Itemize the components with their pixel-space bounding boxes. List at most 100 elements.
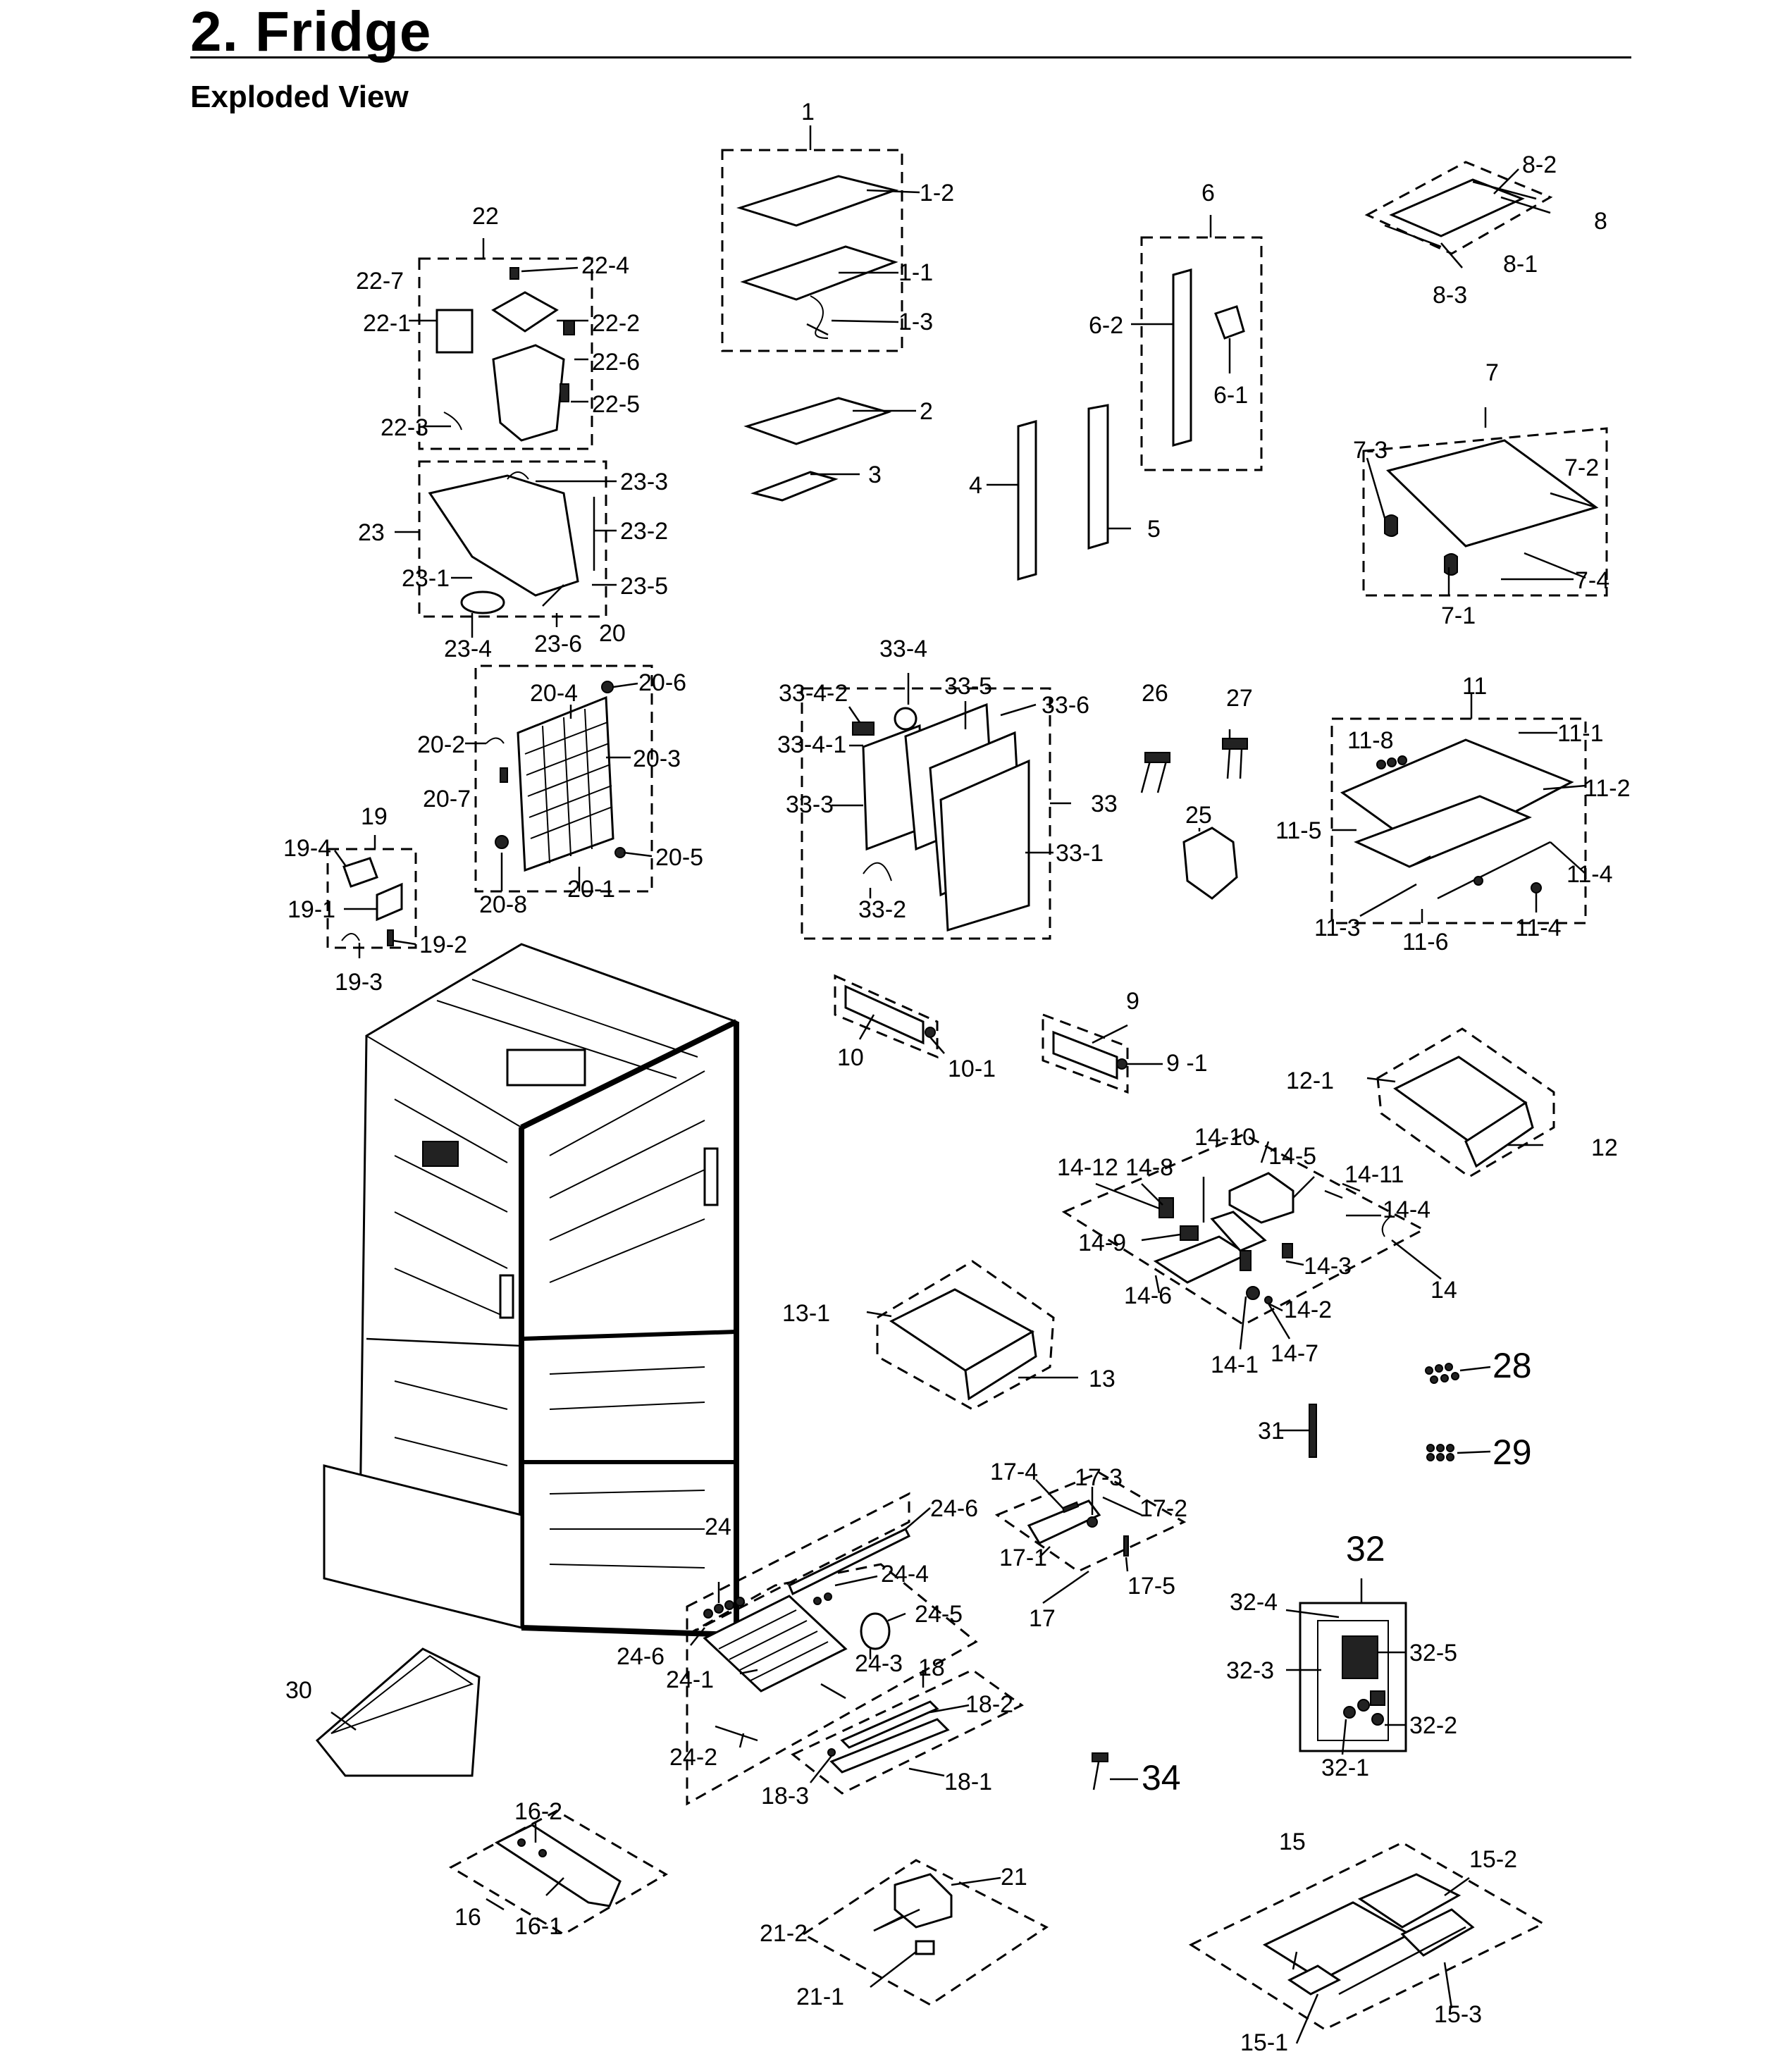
callout-14-12: 14-12 <box>1057 1154 1118 1181</box>
callout-32-5: 32-5 <box>1409 1640 1457 1666</box>
callout-14-11: 14-11 <box>1345 1161 1404 1188</box>
assembly-16 <box>448 1809 668 1936</box>
callout-33: 33 <box>1091 791 1118 817</box>
callout-34: 34 <box>1142 1758 1181 1798</box>
callout-22: 22 <box>472 203 499 230</box>
callout-17: 17 <box>1029 1605 1056 1632</box>
callout-31: 31 <box>1258 1418 1285 1444</box>
callout-30: 30 <box>285 1677 312 1704</box>
callout-23-6: 23-6 <box>534 631 582 657</box>
callout-19: 19 <box>361 803 388 830</box>
callout-22-2: 22-2 <box>592 310 640 337</box>
callout-21-2: 21-2 <box>760 1920 808 1947</box>
callout-5: 5 <box>1147 516 1161 543</box>
callout-22-6: 22-6 <box>592 349 640 376</box>
parts-25-26-27 <box>1140 729 1248 900</box>
callout-22-1: 22-1 <box>363 310 411 337</box>
callout-19-4: 19-4 <box>283 835 331 862</box>
callout-14-4: 14-4 <box>1383 1196 1430 1223</box>
callout-33-5: 33-5 <box>944 673 992 700</box>
callout-7: 7 <box>1485 359 1499 386</box>
callout-14-5: 14-5 <box>1268 1143 1316 1170</box>
callout-14-7: 14-7 <box>1271 1340 1318 1367</box>
callout-24-6: 24-6 <box>930 1495 978 1522</box>
callout-14-3: 14-3 <box>1304 1253 1352 1280</box>
callout-24-3: 24-3 <box>855 1650 903 1677</box>
callout-32-1: 32-1 <box>1321 1755 1369 1781</box>
callout-14-9: 14-9 <box>1078 1230 1126 1256</box>
callout-14-1: 14-1 <box>1211 1351 1259 1378</box>
callout-3: 3 <box>868 462 882 488</box>
callout-13: 13 <box>1089 1366 1116 1392</box>
callout-14-6: 14-6 <box>1124 1282 1172 1309</box>
callout-20-5: 20-5 <box>655 844 703 871</box>
assembly-23-ice-bucket <box>395 460 617 638</box>
callout-4: 4 <box>969 472 982 499</box>
callout-11-1: 11-1 <box>1557 720 1604 747</box>
assembly-13-drawer <box>866 1260 1078 1411</box>
callout-20-2: 20-2 <box>417 731 465 758</box>
callout-14: 14 <box>1430 1277 1457 1304</box>
assembly-21 <box>801 1859 1049 2006</box>
callout-22-7: 22-7 <box>356 268 404 295</box>
callout-16-1: 16-1 <box>514 1913 562 1940</box>
part-34 <box>1092 1752 1138 1790</box>
callout-1-1: 1-1 <box>898 259 933 286</box>
callout-15-3: 15-3 <box>1434 2001 1482 2028</box>
parts-9-10-covers <box>834 974 1163 1094</box>
assembly-15 <box>1188 1841 1546 2044</box>
callout-22-4: 22-4 <box>581 252 629 279</box>
callout-23-5: 23-5 <box>620 573 668 600</box>
callout-11-4-b: 11-4 <box>1515 915 1562 941</box>
callout-13-1: 13-1 <box>782 1300 830 1327</box>
callout-17-3: 17-3 <box>1075 1464 1123 1491</box>
callout-7-1: 7-1 <box>1441 602 1476 629</box>
callout-28: 28 <box>1493 1346 1532 1385</box>
callout-21: 21 <box>1001 1864 1027 1891</box>
callout-27: 27 <box>1226 685 1253 712</box>
callout-18-2: 18-2 <box>965 1691 1013 1718</box>
callout-16: 16 <box>455 1904 481 1931</box>
assembly-11-drawer-cover <box>1330 694 1587 924</box>
callout-20-4: 20-4 <box>530 680 578 707</box>
callout-18: 18 <box>918 1654 945 1681</box>
parts-4-5-6-rails <box>987 215 1263 581</box>
callout-11-4: 11-4 <box>1567 861 1613 888</box>
callout-11-5: 11-5 <box>1275 817 1322 844</box>
callout-8-1: 8-1 <box>1503 251 1538 278</box>
callout-24-6-b: 24-6 <box>617 1643 665 1670</box>
callout-33-4-2: 33-4-2 <box>779 680 848 707</box>
part-30 <box>315 1647 481 1777</box>
assembly-24-crisper-cover <box>686 1492 978 1806</box>
callout-20-7: 20-7 <box>423 786 471 812</box>
callout-8: 8 <box>1594 208 1607 235</box>
page-title: 2. Fridge <box>190 0 432 63</box>
assembly-33-fan-cover <box>801 673 1071 940</box>
callout-1: 1 <box>801 99 815 125</box>
callout-32-2: 32-2 <box>1409 1712 1457 1739</box>
callout-32-3: 32-3 <box>1226 1657 1274 1684</box>
callout-22-5: 22-5 <box>592 391 640 418</box>
fridge-cabinet <box>323 943 739 1638</box>
assembly-17 <box>994 1471 1187 1604</box>
callout-12-1: 12-1 <box>1286 1068 1334 1094</box>
callout-24: 24 <box>705 1514 731 1540</box>
callout-11-2: 11-2 <box>1584 775 1631 802</box>
callout-17-4: 17-4 <box>990 1459 1038 1485</box>
callout-8-3: 8-3 <box>1433 282 1467 309</box>
assembly-18 <box>791 1669 1024 1795</box>
assembly-22-ice-maker <box>409 238 593 450</box>
callout-19-2: 19-2 <box>419 932 467 958</box>
callout-33-1: 33-1 <box>1056 840 1104 867</box>
callout-14-2: 14-2 <box>1284 1297 1332 1323</box>
callout-14-10: 14-10 <box>1194 1124 1256 1151</box>
assembly-8-shelf <box>1364 161 1553 268</box>
callout-33-6: 33-6 <box>1042 692 1089 719</box>
callout-23-4: 23-4 <box>444 636 492 662</box>
callout-19-1: 19-1 <box>288 896 335 923</box>
callout-1-2: 1-2 <box>920 180 954 206</box>
callout-8-2: 8-2 <box>1522 151 1557 178</box>
callout-23-2: 23-2 <box>620 518 668 545</box>
assembly-12-drawer <box>1366 1027 1555 1178</box>
